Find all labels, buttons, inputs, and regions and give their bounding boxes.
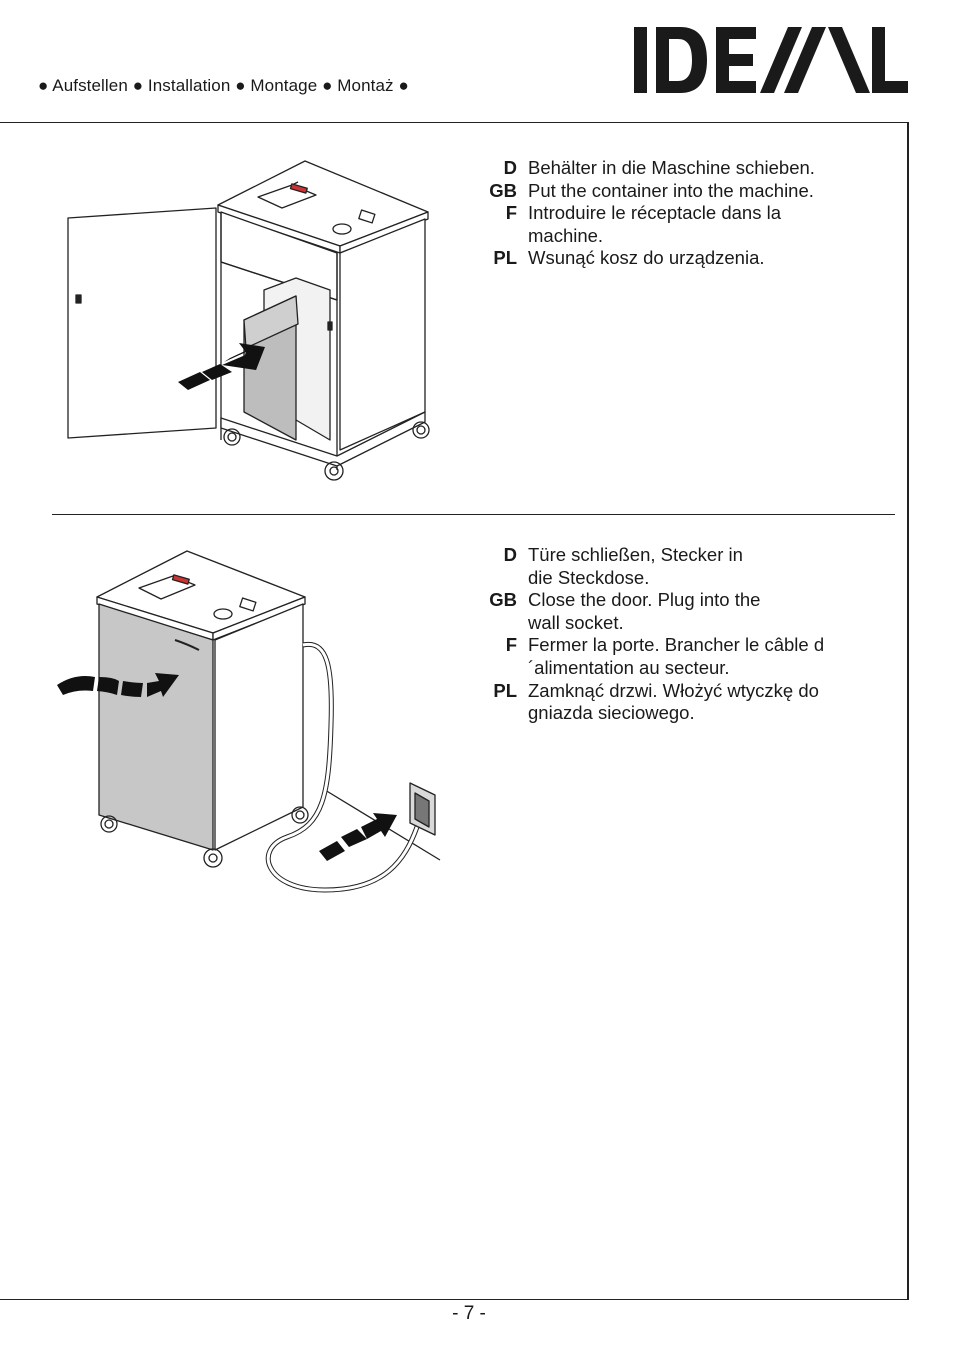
- lang-code: GB: [489, 589, 517, 611]
- step-text: Wsunąć kosz do urządzenia.: [528, 247, 765, 269]
- step-text: Türe schließen, Stecker in die Steckdose…: [528, 544, 743, 588]
- page-number: - 7 -: [452, 1303, 486, 1324]
- lang-code: F: [505, 202, 517, 224]
- step-2-row-de: D Türe schließen, Stecker in die Steckdo…: [480, 544, 858, 589]
- frame-top: [0, 122, 909, 123]
- step-1-instructions: D Behälter in die Maschine schieben. GB …: [480, 157, 858, 270]
- step-text: Close the door. Plug into the wall socke…: [528, 589, 761, 633]
- step-2-row-pl: PL Zamknąć drzwi. Włożyć wtyczkę do gnia…: [480, 680, 858, 725]
- step-text: Introduire le réceptacle dans la machine…: [528, 202, 781, 246]
- frame-bottom: [0, 1299, 909, 1300]
- section-divider: [52, 514, 895, 515]
- lang-code: D: [503, 544, 517, 565]
- lang-code: D: [503, 157, 517, 178]
- step-2-instructions: D Türe schließen, Stecker in die Steckdo…: [480, 544, 858, 725]
- step-2-row-gb: GB Close the door. Plug into the wall so…: [480, 589, 858, 634]
- lang-code: F: [505, 634, 517, 656]
- header-nav: ● Aufstellen ● Installation ● Montage ● …: [38, 76, 409, 95]
- lang-code: PL: [493, 679, 517, 701]
- step-text: Behälter in die Maschine schieben.: [528, 157, 815, 178]
- illustration-insert-container: [67, 160, 430, 481]
- lang-code: GB: [489, 179, 517, 201]
- step-1-row-pl: PL Wsunąć kosz do urządzenia.: [480, 247, 858, 270]
- step-text: Zamknąć drzwi. Włożyć wtyczkę do gniazda…: [528, 679, 819, 724]
- step-text: Fermer la porte. Brancher le câble d´ali…: [528, 634, 825, 678]
- frame-right: [907, 122, 909, 1300]
- step-1-row-gb: GB Put the container into the machine.: [480, 180, 858, 203]
- step-2-row-fr: F Fermer la porte. Brancher le câble d´a…: [480, 634, 858, 679]
- illustration-close-door-plug: [57, 550, 441, 893]
- step-1-row-de: D Behälter in die Maschine schieben.: [480, 157, 858, 180]
- step-1-row-fr: F Introduire le réceptacle dans la machi…: [480, 202, 858, 247]
- ideal-logo: [634, 27, 908, 93]
- lang-code: PL: [493, 247, 517, 269]
- step-text: Put the container into the machine.: [528, 179, 814, 201]
